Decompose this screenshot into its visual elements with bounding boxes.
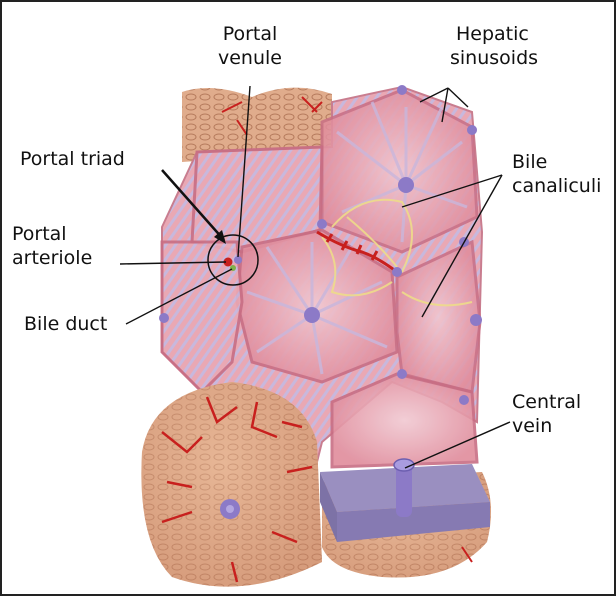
central-vein-line2: vein — [512, 414, 581, 438]
central-vein-vessel — [394, 459, 414, 517]
bile-canaliculi-line1: Bile — [512, 150, 601, 174]
hepatic-sinusoids-label: Hepatic sinusoids — [450, 22, 538, 70]
portal-arteriole-label: Portal arteriole — [12, 222, 92, 270]
portal-venule-line1: Portal — [210, 22, 290, 46]
bile-canaliculi-label: Bile canaliculi — [512, 150, 601, 198]
portal-arteriole-line1: Portal — [12, 222, 92, 246]
bile-canaliculi-line2: canaliculi — [512, 174, 601, 198]
portal-venule-label: Portal venule — [210, 22, 290, 70]
hepatic-sinusoids-line2: sinusoids — [450, 46, 538, 70]
bottom-left-lobe — [141, 382, 322, 587]
bile-duct-label: Bile duct — [24, 312, 107, 336]
portal-arteriole-line2: arteriole — [12, 246, 92, 270]
central-vein-label: Central vein — [512, 390, 581, 438]
central-vein-line1: Central — [512, 390, 581, 414]
portal-triad-label: Portal triad — [20, 147, 125, 171]
portal-venule-line2: venule — [210, 46, 290, 70]
hepatic-sinusoids-line1: Hepatic — [450, 22, 538, 46]
